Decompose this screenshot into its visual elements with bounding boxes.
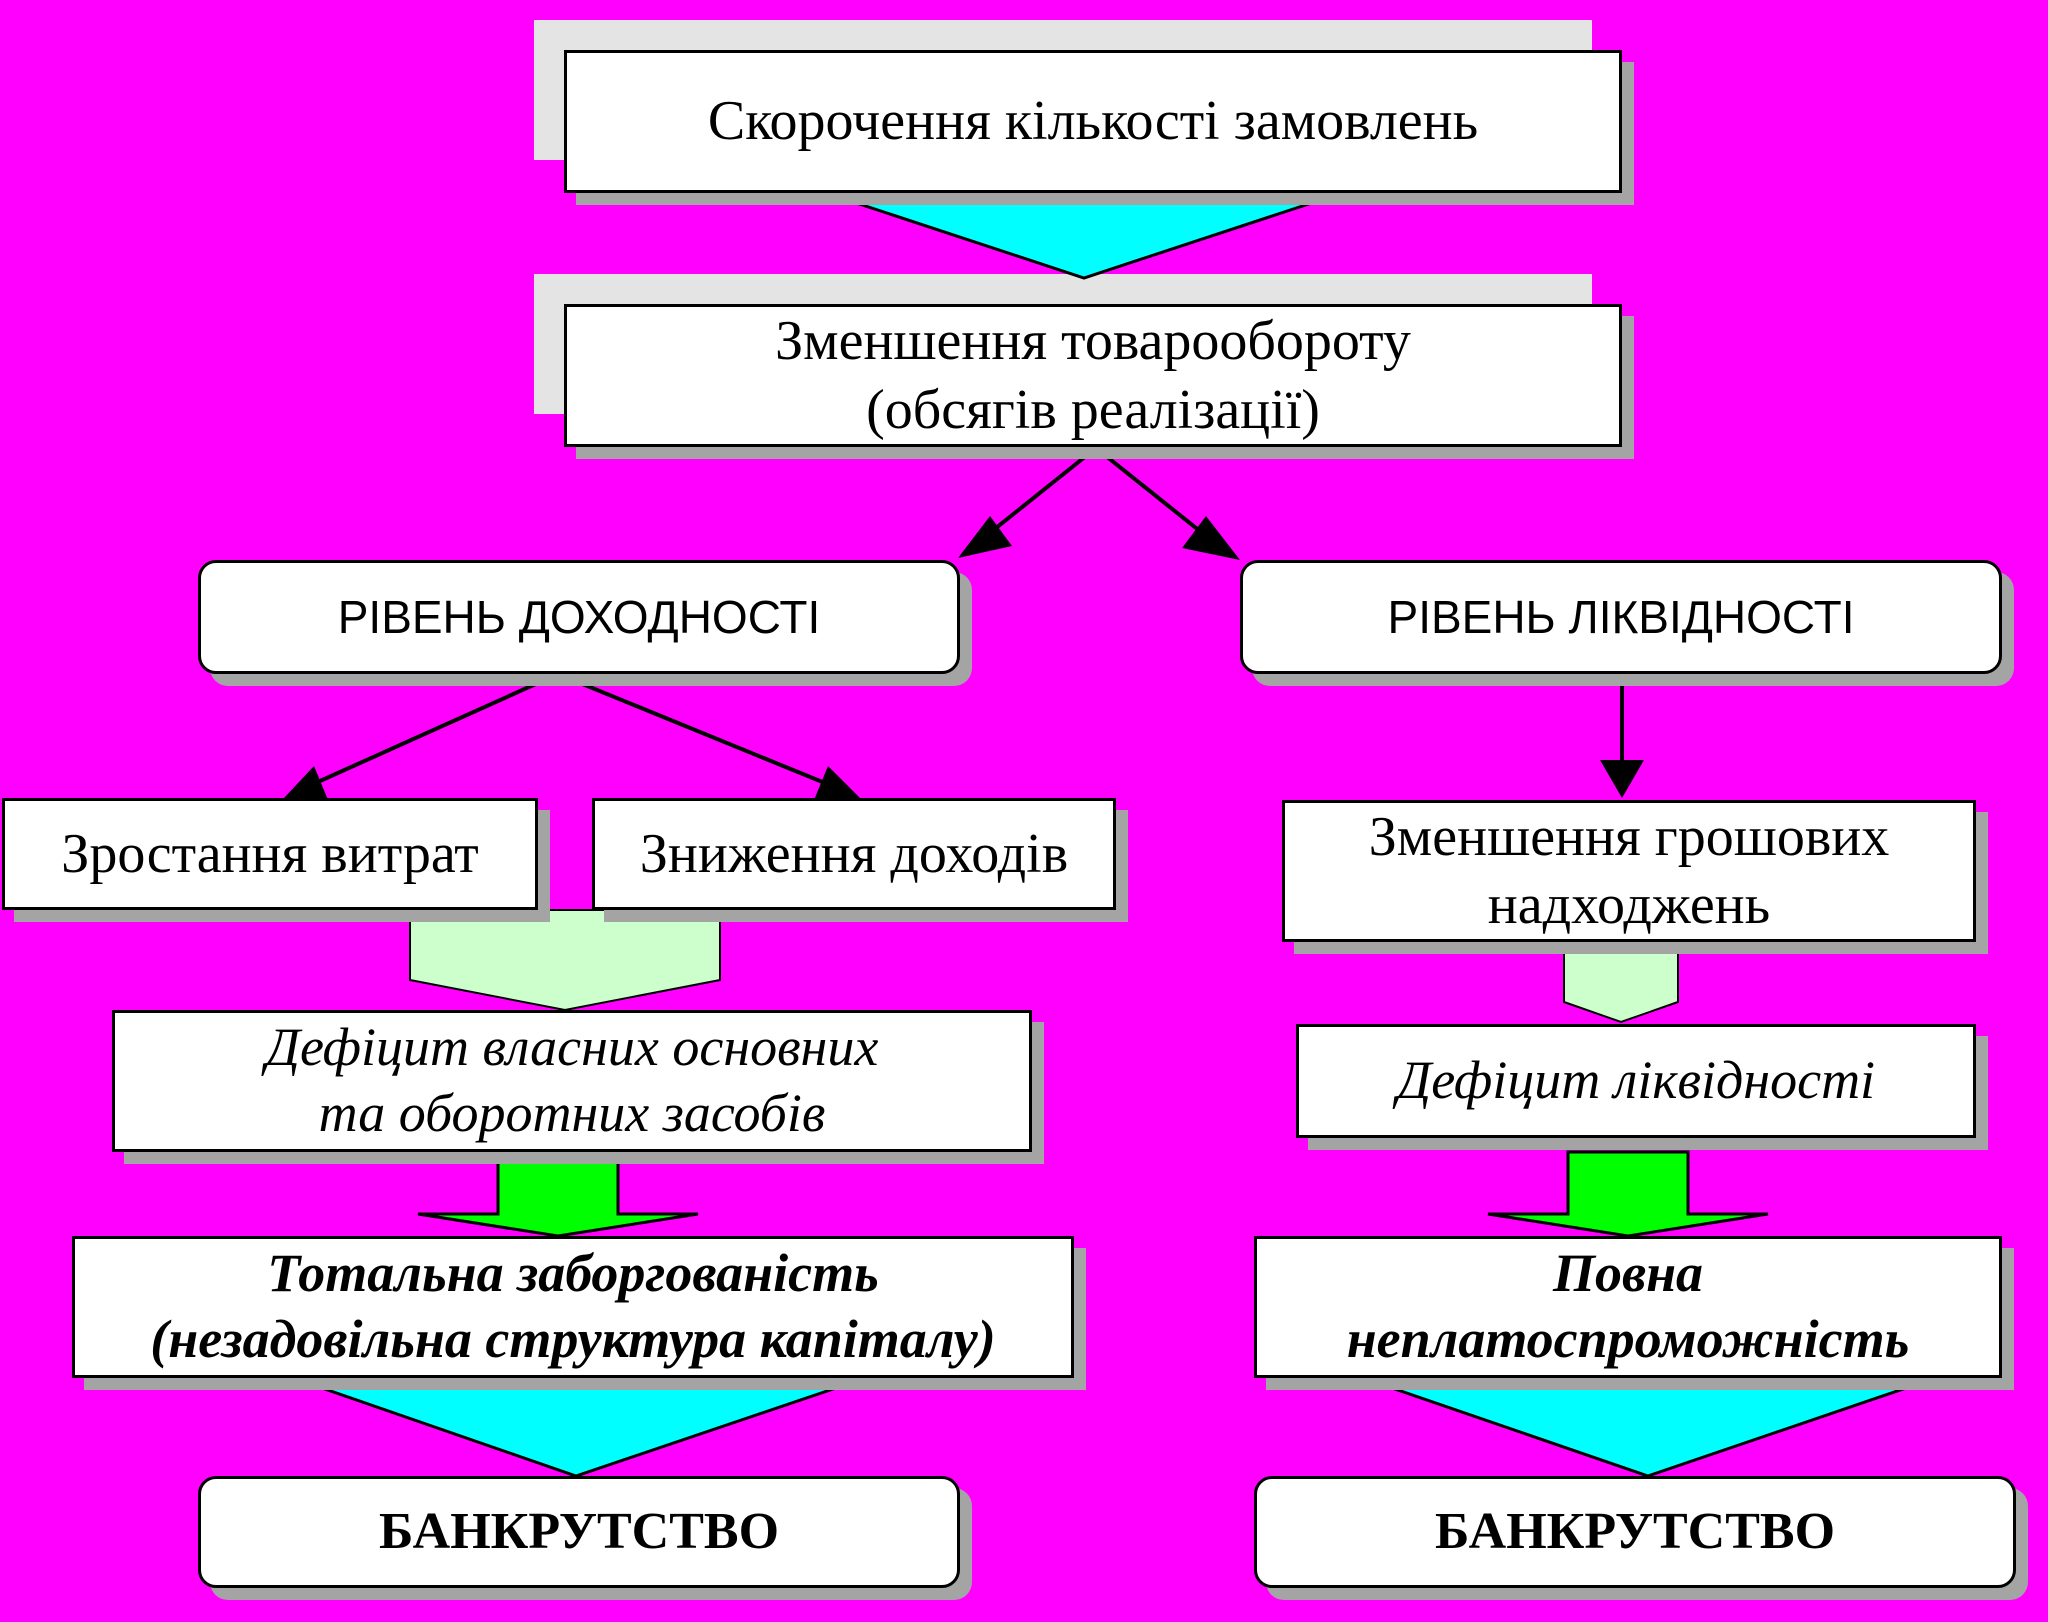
node-cash-inflow-decrease-text: Зменшення грошових надходжень xyxy=(1368,805,1890,936)
arrow-profitability-to-cost xyxy=(299,672,559,792)
arrowhead-cash xyxy=(1600,760,1644,798)
arrow-profitability-to-income xyxy=(557,672,843,792)
node-order-reduction-text: Скорочення кількості замовлень xyxy=(707,90,1479,153)
connector-left-green-arrow xyxy=(417,1150,699,1238)
node-cost-growth: Зростання витрат xyxy=(2,798,538,910)
connector-right-green-arrow xyxy=(1487,1150,1769,1238)
node-full-insolvency-text: Повна неплатоспроможність xyxy=(1346,1243,1910,1369)
node-cost-growth-text: Зростання витрат xyxy=(61,822,479,885)
node-total-debt: Тотальна заборгованість (незадовільна ст… xyxy=(72,1236,1074,1378)
arrowhead-income xyxy=(814,766,860,800)
node-liquidity-deficit-text: Дефіцит ліквідності xyxy=(1396,1050,1876,1111)
node-bankruptcy-left-text: БАНКРУТСТВО xyxy=(378,1503,780,1561)
node-own-assets-deficit: Дефіцит власних основних та оборотних за… xyxy=(112,1010,1032,1152)
node-profitability-level-text: РІВЕНЬ ДОХОДНОСТІ xyxy=(337,590,821,643)
connector-insolvency-to-bankruptcy xyxy=(1391,1386,1907,1478)
connector-order-to-turnover xyxy=(825,191,1343,280)
node-liquidity-level-text: РІВЕНЬ ЛІКВІДНОСТІ xyxy=(1387,590,1855,643)
node-full-insolvency: Повна неплатоспроможність xyxy=(1254,1236,2002,1378)
node-turnover-decrease-text: Зменшення товарообороту (обсягів реаліза… xyxy=(775,310,1411,441)
node-bankruptcy-right-text: БАНКРУТСТВО xyxy=(1434,1503,1836,1561)
arrowhead-profitability xyxy=(958,516,1012,558)
node-income-decrease-text: Зниження доходів xyxy=(639,822,1069,885)
node-total-debt-text: Тотальна заборгованість (незадовільна ст… xyxy=(150,1243,996,1369)
node-own-assets-deficit-text: Дефіцит власних основних та оборотних за… xyxy=(265,1017,879,1143)
connector-debt-to-bankruptcy xyxy=(321,1386,837,1478)
node-cash-inflow-decrease: Зменшення грошових надходжень xyxy=(1282,800,1976,942)
node-liquidity-level: РІВЕНЬ ЛІКВІДНОСТІ xyxy=(1240,560,2002,674)
arrowhead-liquidity xyxy=(1182,516,1240,560)
node-turnover-decrease: Зменшення товарообороту (обсягів реаліза… xyxy=(564,304,1622,447)
node-liquidity-deficit: Дефіцит ліквідності xyxy=(1296,1024,1976,1138)
node-order-reduction: Скорочення кількості замовлень xyxy=(564,50,1622,193)
node-income-decrease: Зниження доходів xyxy=(592,798,1116,910)
arrowhead-cost xyxy=(284,766,328,800)
connector-right-chevron xyxy=(1563,951,1679,1024)
node-profitability-level: РІВЕНЬ ДОХОДНОСТІ xyxy=(198,560,960,674)
connector-left-chevron xyxy=(409,909,721,1012)
node-bankruptcy-left: БАНКРУТСТВО xyxy=(198,1476,960,1588)
node-bankruptcy-right: БАНКРУТСТВО xyxy=(1254,1476,2016,1588)
